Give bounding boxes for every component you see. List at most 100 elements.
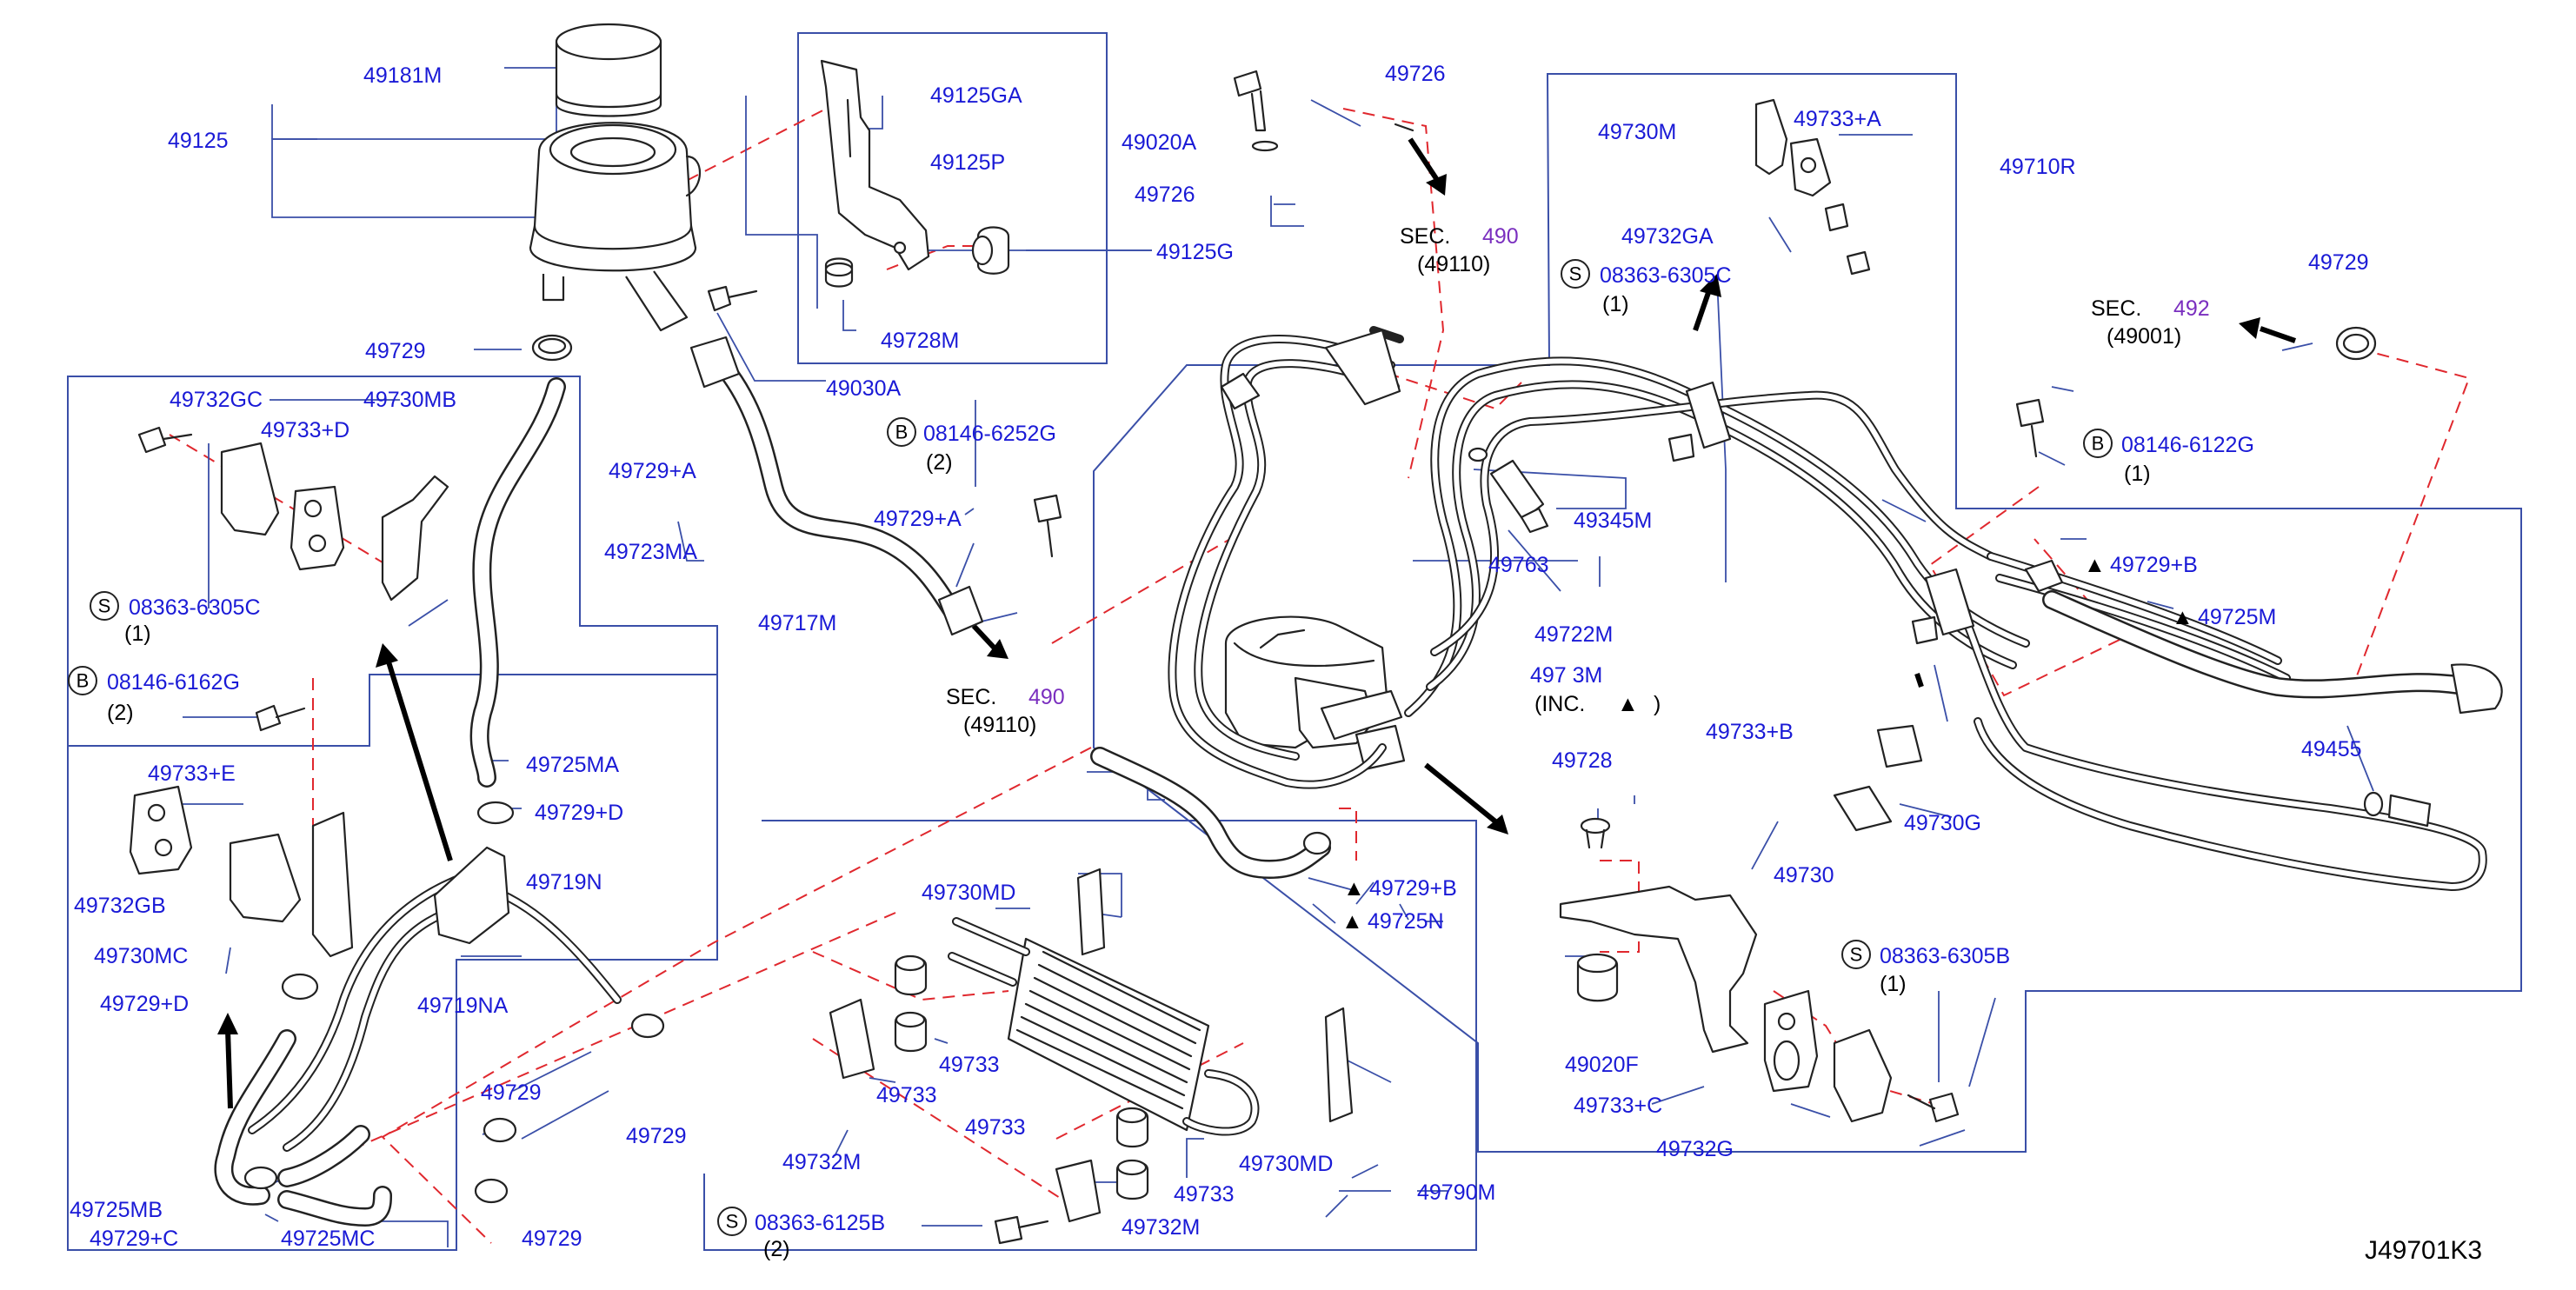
screw-symbol-s-6305B [1841, 940, 1871, 969]
label-49717M: 49717M [758, 611, 836, 635]
label-49729-right: 49729 [2308, 250, 2369, 275]
insulator-49733B [1876, 724, 1923, 768]
reservoir-cap [555, 23, 662, 117]
label-49729A-1: 49729+A [609, 459, 696, 483]
label-49733-2: 49733 [876, 1083, 937, 1107]
group-labels: 49125 49181M 49125GA 49125P 49125G 49728… [70, 62, 2482, 1265]
label-49725MA: 49725MA [526, 753, 619, 777]
label-49732M-1: 49732M [782, 1150, 861, 1174]
bolt-08363-6305B [1907, 1092, 1960, 1123]
label-49729D-2: 49729+D [100, 992, 189, 1016]
hose-49725MA [469, 377, 566, 788]
bolt-49030A [707, 285, 758, 312]
label-49729A-2: 49729+A [874, 507, 962, 531]
label-qty-left-2: (2) [107, 701, 134, 725]
label-49730MD-2: 49730MD [1239, 1152, 1333, 1176]
bolt-symbol-b-6122G [2083, 429, 2113, 458]
bolt-49020A [1233, 70, 1279, 152]
oring-49345M [1468, 447, 1488, 462]
label-49729C: 49729+C [90, 1227, 178, 1251]
label-qty-left-1: (1) [124, 622, 151, 646]
symbol-circles: B S B S S B S [68, 259, 2113, 1236]
bracket-49730MB [381, 475, 449, 602]
label-49726-1: 49726 [1385, 62, 1446, 86]
pipe-end-fitting [2387, 794, 2432, 828]
label-sec-left-code: (49110) [963, 713, 1036, 737]
bracket-49125GA [820, 59, 1010, 288]
label-49719NA: 49719NA [417, 994, 509, 1018]
pipe-49722M-49713M [1168, 326, 2487, 891]
pipe-49719N [248, 846, 622, 1152]
label-08146-6122G: 08146-6122G [2121, 433, 2254, 457]
diagram-code: J49701K3 [2365, 1236, 2482, 1265]
label-49030A: 49030A [826, 376, 902, 401]
bracket-49732G [1833, 1028, 1893, 1123]
screw-symbol-s-left [90, 591, 119, 621]
label-inc-tri: ▲ [1617, 692, 1639, 716]
label-49729B-1: 49729+B [1369, 876, 1457, 901]
clamps-left [243, 801, 665, 1204]
symbol-b-text: B [2092, 433, 2105, 455]
label-49733-1: 49733 [939, 1053, 1000, 1077]
label-49790M: 49790M [1417, 1180, 1495, 1205]
label-qty-s-1: (1) [1880, 972, 1907, 996]
group-frames [67, 32, 2522, 1251]
label-49713M: 497 3M [1530, 663, 1602, 688]
label-49725N: 49725N [1368, 909, 1444, 934]
label-sec-left-num: 490 [1028, 685, 1065, 709]
hose-49725MB [214, 1029, 370, 1206]
group-arrows [217, 137, 2296, 1109]
pump-assembly [1224, 615, 1406, 771]
label-49728: 49728 [1552, 748, 1613, 773]
label-tri-49725N: ▲ [1341, 909, 1363, 934]
label-08363-6305C-left: 08363-6305C [129, 595, 261, 620]
label-49733E: 49733+E [148, 761, 236, 786]
label-49732M-2: 49732M [1122, 1215, 1200, 1240]
insulator-49733E [129, 785, 193, 875]
hose-49725M [2024, 559, 2503, 715]
label-49733A: 49733+A [1794, 107, 1881, 131]
screw-symbol-s-top [1561, 259, 1590, 289]
label-49723MA: 49723MA [604, 540, 697, 564]
washer-49726-top [1394, 123, 1414, 132]
label-08363-6125B: 08363-6125B [755, 1211, 885, 1235]
label-qty-b-2: (2) [926, 450, 953, 475]
bracket-49730MC [311, 811, 354, 958]
label-inc-end: ) [1654, 692, 1661, 716]
label-49733B: 49733+B [1706, 720, 1794, 744]
label-49345M: 49345M [1574, 509, 1652, 533]
bracket-49730M [1754, 98, 1871, 276]
bolt-symbol-b-6252G [887, 417, 916, 447]
label-49726-2: 49726 [1135, 183, 1195, 207]
bolt-08146-6162G [255, 704, 306, 732]
label-sec-top-num: 490 [1482, 224, 1519, 249]
label-08363-6305C-top: 08363-6305C [1600, 263, 1732, 288]
label-49455: 49455 [2301, 737, 2362, 761]
symbol-s-text: S [1850, 944, 1863, 966]
label-49729-left-2: 49729 [626, 1124, 687, 1148]
label-49732GA: 49732GA [1621, 224, 1714, 249]
label-sec-top-code: (49110) [1417, 252, 1490, 276]
label-49732GC: 49732GC [170, 388, 263, 412]
label-49729D-1: 49729+D [535, 801, 623, 825]
label-49125P: 49125P [930, 150, 1005, 175]
bolt-08146-6122G [2015, 398, 2045, 458]
label-tri-49729B-2: ▲ [2084, 553, 2106, 577]
label-49730MC: 49730MC [94, 944, 188, 968]
label-49020A: 49020A [1122, 130, 1197, 155]
label-49125: 49125 [168, 129, 229, 153]
label-qty-b-1: (1) [2124, 462, 2151, 486]
label-49728M: 49728M [881, 329, 959, 353]
label-49719N: 49719N [526, 870, 602, 894]
bolt-symbol-b-left [68, 666, 97, 695]
symbol-b-text: B [77, 670, 90, 692]
sensor-49763 [1489, 459, 1549, 534]
label-49020F: 49020F [1565, 1053, 1639, 1077]
label-08146-6162G: 08146-6162G [107, 670, 240, 695]
symbol-b-text: B [895, 422, 909, 443]
label-49733-4: 49733 [1174, 1182, 1235, 1207]
label-sec-left: SEC. [946, 685, 996, 709]
bracket-49730 [1559, 885, 1758, 1054]
label-tri-49725M: ▲ [2172, 605, 2193, 629]
